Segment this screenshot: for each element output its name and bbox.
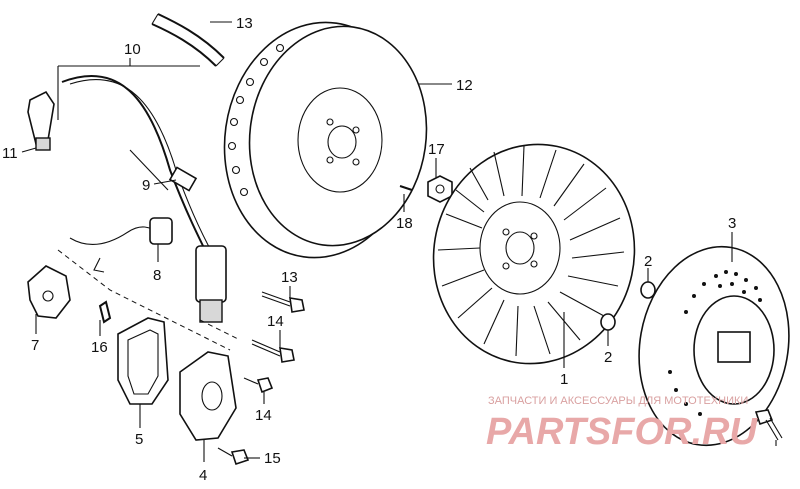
callout-1: 1 xyxy=(560,371,568,388)
callout-8: 10 xyxy=(124,41,141,58)
part-11-plug-cap xyxy=(27,90,55,151)
callout-4: 4 xyxy=(199,467,207,484)
callout-7-label: 7 xyxy=(31,337,39,354)
callout-2-lower: 2 xyxy=(604,349,612,366)
part-4-cover xyxy=(179,351,237,441)
part-8-wire-harness xyxy=(57,65,216,261)
part-6-ignition-coil xyxy=(69,217,227,323)
part-13-bolt-lower xyxy=(251,339,295,363)
part-13-bolt-upper xyxy=(261,291,305,313)
callout-9-label: 9 xyxy=(142,177,150,194)
callout-10: 13 xyxy=(236,15,253,32)
leader-lines xyxy=(21,21,777,462)
callout-3: 3 xyxy=(728,215,736,232)
callout-11: 11 xyxy=(2,145,18,162)
callout-14-upper: 14 xyxy=(255,407,272,424)
callout-17: 18 xyxy=(396,215,413,232)
part-5-gasket xyxy=(117,317,169,405)
part-14-bolt-upper xyxy=(243,377,274,394)
callout-6: 8 xyxy=(153,267,161,284)
watermark: ЗАПЧАСТИ И АКСЕССУАРЫ ДЛЯ МОТОТЕХНИКИ PA… xyxy=(486,395,758,453)
callout-2-upper: 2 xyxy=(644,253,652,270)
callout-16: 17 xyxy=(428,141,445,158)
callout-13-lower: 14 xyxy=(267,313,284,330)
watermark-tagline: ЗАПЧАСТИ И АКСЕССУАРЫ ДЛЯ МОТОТЕХНИКИ xyxy=(488,395,748,407)
watermark-brand: PARTSFOR.RU xyxy=(486,411,758,453)
part-1-cooling-fan xyxy=(432,143,636,365)
part-3-starter-pulley xyxy=(638,245,790,447)
callout-12: 12 xyxy=(456,77,473,94)
part-2-spacer-lower xyxy=(600,313,616,331)
callout-labels: 13 10 12 11 11 9 8 17 18 3 2 2 13 14 14 … xyxy=(2,15,736,484)
part-10-tube xyxy=(151,13,225,67)
callout-14-lower: 15 xyxy=(264,450,281,467)
part-17-key xyxy=(399,185,413,191)
part-16-nut xyxy=(427,175,453,203)
part-14-bolt-lower xyxy=(217,447,250,466)
screen-perforations xyxy=(668,270,762,416)
part-12-flywheel xyxy=(223,21,428,259)
assembly-guide-lines xyxy=(57,249,241,351)
callout-5: 5 xyxy=(135,431,143,448)
part-7-bracket xyxy=(27,265,71,319)
part-15-clip xyxy=(98,300,112,324)
callout-15: 16 xyxy=(91,339,108,356)
part-18-bolt xyxy=(754,409,783,441)
callout-13-upper: 13 xyxy=(281,269,298,286)
